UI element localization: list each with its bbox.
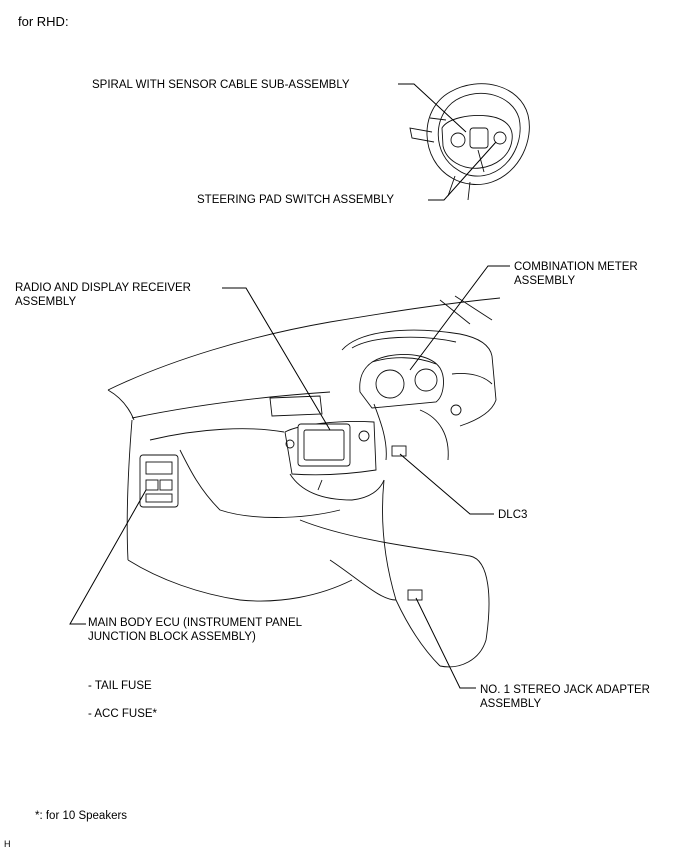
label-steering-pad-switch: STEERING PAD SWITCH ASSEMBLY xyxy=(197,194,395,206)
label-dlc3: DLC3 xyxy=(498,509,528,521)
steering-wheel-illustration xyxy=(409,83,530,201)
label-radio-line1: RADIO AND DISPLAY RECEIVER xyxy=(15,282,191,294)
label-ecu-line2: JUNCTION BLOCK ASSEMBLY) xyxy=(88,631,256,643)
leader-lines xyxy=(69,83,510,689)
page-header: for RHD: xyxy=(18,14,69,29)
dashboard-illustration xyxy=(107,295,501,668)
label-ecu-line1: MAIN BODY ECU (INSTRUMENT PANEL xyxy=(88,617,303,629)
label-meter-line2: ASSEMBLY xyxy=(514,275,576,287)
label-acc-fuse: - ACC FUSE* xyxy=(88,708,158,720)
corner-mark: H xyxy=(4,839,11,849)
label-spiral-cable: SPIRAL WITH SENSOR CABLE SUB-ASSEMBLY xyxy=(92,79,350,91)
footnote: *: for 10 Speakers xyxy=(35,810,128,822)
label-meter-line1: COMBINATION METER xyxy=(514,261,638,273)
label-tail-fuse: - TAIL FUSE xyxy=(88,680,152,692)
label-stereo-jack-line2: ASSEMBLY xyxy=(480,698,542,710)
label-stereo-jack-line1: NO. 1 STEREO JACK ADAPTER xyxy=(480,684,650,696)
label-radio-line2: ASSEMBLY xyxy=(15,296,77,308)
